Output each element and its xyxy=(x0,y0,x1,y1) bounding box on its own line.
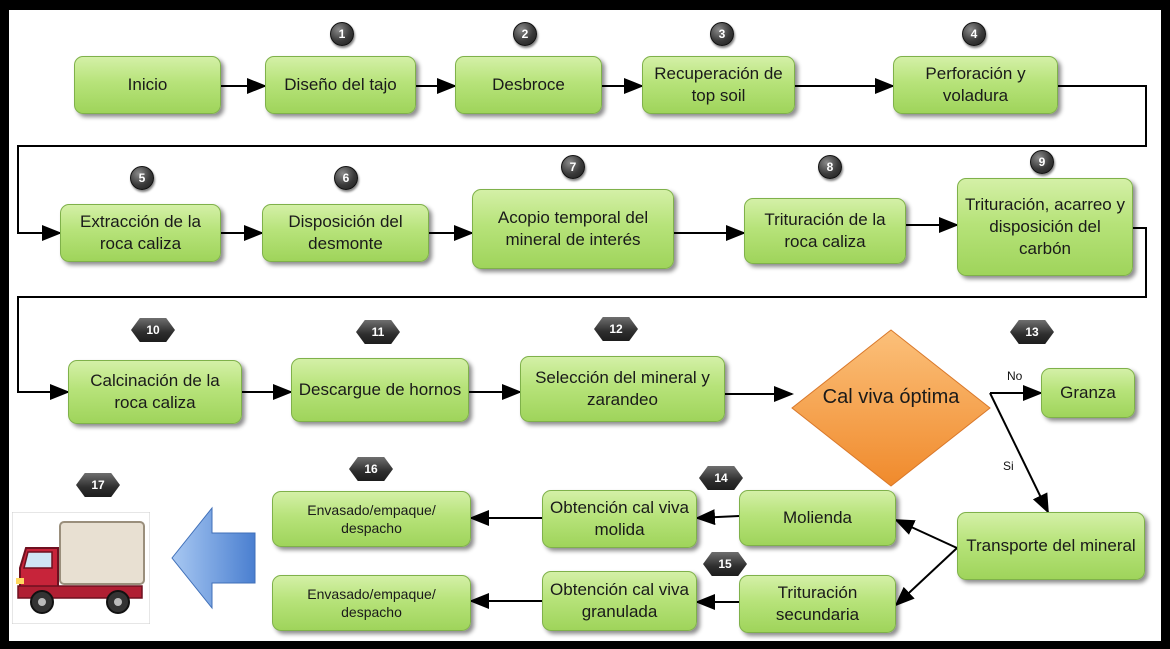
node-calcinacion: Calcinación de la roca caliza xyxy=(68,360,242,424)
node-obtencion-cal-viva-molida: Obtención cal viva molida xyxy=(542,490,697,548)
node-envasado-1: Envasado/empaque/ despacho xyxy=(272,491,471,547)
delivery-truck-icon xyxy=(12,512,150,624)
left-arrow-icon xyxy=(171,506,256,610)
link-molienda-obtencion xyxy=(695,509,740,526)
step-badge-7: 7 xyxy=(561,155,585,179)
step-badge-3: 3 xyxy=(710,22,734,46)
step-badge-1: 1 xyxy=(330,22,354,46)
step-badge-9: 9 xyxy=(1030,150,1054,174)
node-perforacion-voladura: Perforación y voladura xyxy=(893,56,1058,114)
step-badge-16: 16 xyxy=(349,457,393,481)
step-badge-4: 4 xyxy=(962,22,986,46)
step-badge-8: 8 xyxy=(818,155,842,179)
step-badge-2: 2 xyxy=(513,22,537,46)
node-descargue-hornos: Descargue de hornos xyxy=(291,358,469,422)
node-disposicion-desmonte: Disposición del desmonte xyxy=(262,204,429,262)
edge-label-si: Si xyxy=(1003,459,1014,473)
node-desbroce: Desbroce xyxy=(455,56,602,114)
decision-diamond xyxy=(791,329,991,487)
node-recuperacion-top-soil: Recuperación de top soil xyxy=(642,56,795,114)
link-transporte-trituracion xyxy=(894,547,958,607)
step-badge-12: 12 xyxy=(594,317,638,341)
link-carbon-calcinacion xyxy=(17,227,1147,400)
node-extraccion-roca-caliza: Extracción de la roca caliza xyxy=(60,204,221,262)
link-transporte-molienda xyxy=(894,519,958,549)
link-decision-transporte xyxy=(989,392,1049,514)
node-granza: Granza xyxy=(1041,368,1135,418)
step-badge-6: 6 xyxy=(334,166,358,190)
step-badge-14: 14 xyxy=(699,466,743,490)
step-badge-17: 17 xyxy=(76,473,120,497)
step-badge-15: 15 xyxy=(703,552,747,576)
node-diseno-del-tajo: Diseño del tajo xyxy=(265,56,416,114)
node-seleccion-zarandeo: Selección del mineral y zarandeo xyxy=(520,356,725,422)
node-obtencion-cal-viva-granulada: Obtención cal viva granulada xyxy=(542,571,697,631)
step-badge-10: 10 xyxy=(131,318,175,342)
step-badge-5: 5 xyxy=(130,166,154,190)
node-envasado-2: Envasado/empaque/ despacho xyxy=(272,575,471,631)
node-molienda: Molienda xyxy=(739,490,896,546)
node-trituracion-secundaria: Trituración secundaria xyxy=(739,575,896,633)
edge-label-no: No xyxy=(1007,369,1023,383)
step-badge-11: 11 xyxy=(356,320,400,344)
node-trituracion-roca-caliza: Trituración de la roca caliza xyxy=(744,198,906,264)
node-inicio: Inicio xyxy=(74,56,221,114)
decision-label: Cal viva óptima xyxy=(822,385,960,408)
node-transporte-mineral: Transporte del mineral xyxy=(957,512,1145,580)
node-trituracion-acarreo-carbon: Trituración, acarreo y disposición del c… xyxy=(957,178,1133,276)
node-acopio-temporal: Acopio temporal del mineral de interés xyxy=(472,189,674,269)
link-perforacion-extraccion xyxy=(17,85,1147,241)
step-badge-13: 13 xyxy=(1010,320,1054,344)
